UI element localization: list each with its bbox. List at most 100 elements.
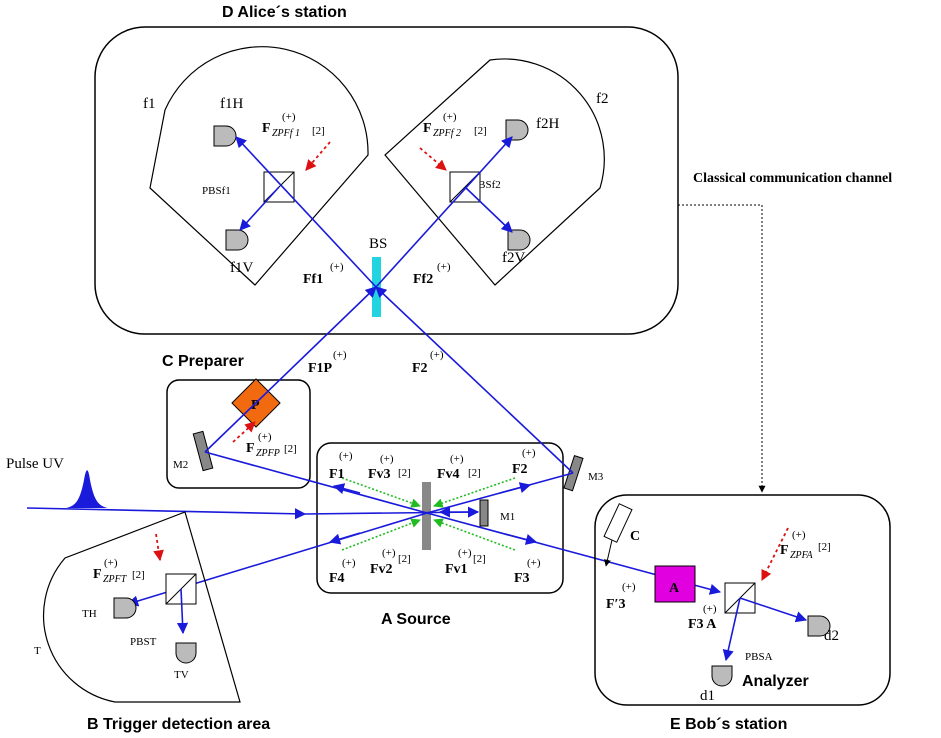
f1p-label: F1P(+)	[308, 349, 347, 376]
f2-label: f2	[596, 91, 609, 107]
svg-text:(+): (+)	[104, 557, 118, 569]
svg-text:F1: F1	[329, 467, 345, 482]
m1-label: M1	[500, 511, 515, 523]
src-fv1-label: Fv1(+)[2]	[445, 547, 486, 577]
svg-text:F: F	[93, 567, 102, 582]
m2-label: M2	[173, 459, 188, 471]
f3a-label: F3 A(+)	[688, 603, 717, 632]
detector-d2	[807, 615, 831, 637]
zpf-t-arrow	[153, 533, 164, 562]
svg-text:F3: F3	[514, 571, 530, 586]
trigger-region	[42, 511, 241, 703]
svg-text:(+): (+)	[258, 431, 272, 443]
detector-tv	[175, 642, 197, 664]
vacuum-fv1-arrow	[433, 518, 516, 551]
svg-text:F: F	[262, 121, 271, 136]
svg-text:[2]: [2]	[818, 541, 831, 553]
svg-text:F: F	[423, 121, 432, 136]
src-f3-label: F3 (+)	[514, 557, 541, 586]
svg-text:ZPFT: ZPFT	[103, 574, 128, 585]
svg-text:(+): (+)	[339, 450, 353, 462]
alice-station: D Alice´s station	[94, 4, 679, 335]
detector-f1v	[225, 229, 249, 251]
m3-label: M3	[588, 471, 604, 483]
beam-f1-to-m2	[204, 451, 428, 514]
vacuum-fv3-arrow	[341, 477, 421, 508]
svg-text:(+): (+)	[792, 529, 806, 541]
bob-station-title: E Bob´s station	[670, 716, 787, 733]
svg-text:(+): (+)	[382, 547, 396, 559]
svg-text:Fv1: Fv1	[445, 562, 468, 577]
a-label: A	[669, 581, 680, 596]
svg-text:Fv2: Fv2	[370, 562, 393, 577]
pbsa-label: PBSA	[745, 651, 773, 663]
svg-text:(+): (+)	[458, 547, 472, 559]
src-f2-label: F2 (+)	[512, 447, 536, 477]
beam-to-tv	[176, 588, 189, 635]
svg-text:F4: F4	[329, 571, 345, 586]
uv-pulse-shape	[66, 470, 108, 508]
beam-to-d2	[739, 597, 808, 623]
svg-text:F: F	[780, 543, 789, 558]
svg-text:[2]: [2]	[398, 467, 411, 479]
pbst-label: PBST	[130, 636, 157, 648]
beam-to-f2v	[464, 186, 513, 233]
trigger-title: B Trigger detection area	[87, 716, 270, 733]
svg-text:[2]: [2]	[474, 125, 487, 137]
d2-label: d2	[824, 628, 839, 644]
beam-f1p-to-bs	[204, 286, 377, 453]
svg-text:Ff2: Ff2	[413, 272, 433, 287]
mirror-m3	[563, 454, 584, 492]
svg-text:(+): (+)	[703, 603, 717, 615]
f3-direction-arrow	[504, 533, 538, 545]
mirror-m2	[192, 430, 214, 472]
svg-text:(+): (+)	[342, 557, 356, 569]
svg-text:ZPFP: ZPFP	[256, 448, 280, 459]
c-device	[603, 503, 633, 543]
beam-to-f1v	[239, 186, 280, 231]
svg-text:F: F	[246, 441, 255, 456]
svg-text:(+): (+)	[450, 453, 464, 465]
svg-text:(+): (+)	[430, 349, 444, 361]
zpf-f2-arrow	[419, 147, 447, 171]
detector-f2v	[507, 229, 531, 251]
f4-direction-arrow	[328, 532, 361, 545]
d1-label: d1	[700, 688, 715, 704]
f3-prime-label: F′3(+)	[606, 581, 636, 612]
svg-text:F2: F2	[512, 462, 528, 477]
preparer-p-label: P	[251, 398, 260, 413]
detector-d1	[711, 665, 733, 687]
source-box	[316, 442, 564, 594]
f2-direction-arrow	[499, 482, 532, 494]
f2-detection-region	[384, 58, 605, 286]
svg-text:Fv4: Fv4	[437, 467, 460, 482]
svg-text:F2: F2	[412, 361, 428, 376]
ff1-label: Ff1(+)	[303, 261, 344, 287]
svg-text:ZPFf 1: ZPFf 1	[272, 128, 300, 139]
beam-f2-to-bs	[375, 286, 574, 474]
svg-text:[2]: [2]	[284, 443, 297, 455]
svg-text:(+): (+)	[527, 557, 541, 569]
detector-f2h	[505, 119, 529, 141]
beam-to-d1	[722, 597, 741, 662]
svg-text:F1P: F1P	[308, 361, 333, 376]
svg-text:ZPFA: ZPFA	[790, 550, 813, 561]
classical-channel-line	[678, 204, 766, 493]
analyzer-plate-a	[654, 565, 696, 603]
detector-f1h	[213, 125, 237, 147]
svg-text:(+): (+)	[622, 581, 636, 593]
svg-text:[2]: [2]	[468, 467, 481, 479]
svg-text:(+): (+)	[522, 447, 536, 459]
nonlinear-crystal	[422, 482, 431, 550]
f2-beam-label: F2(+)	[412, 349, 444, 376]
uv-pump-beam-in	[26, 507, 307, 520]
svg-text:Fv3: Fv3	[368, 467, 391, 482]
zpf-a-arrow	[761, 527, 789, 581]
src-f4-label: F4 (+)	[329, 557, 356, 586]
src-fv2-label: Fv2(+)[2]	[370, 547, 411, 577]
